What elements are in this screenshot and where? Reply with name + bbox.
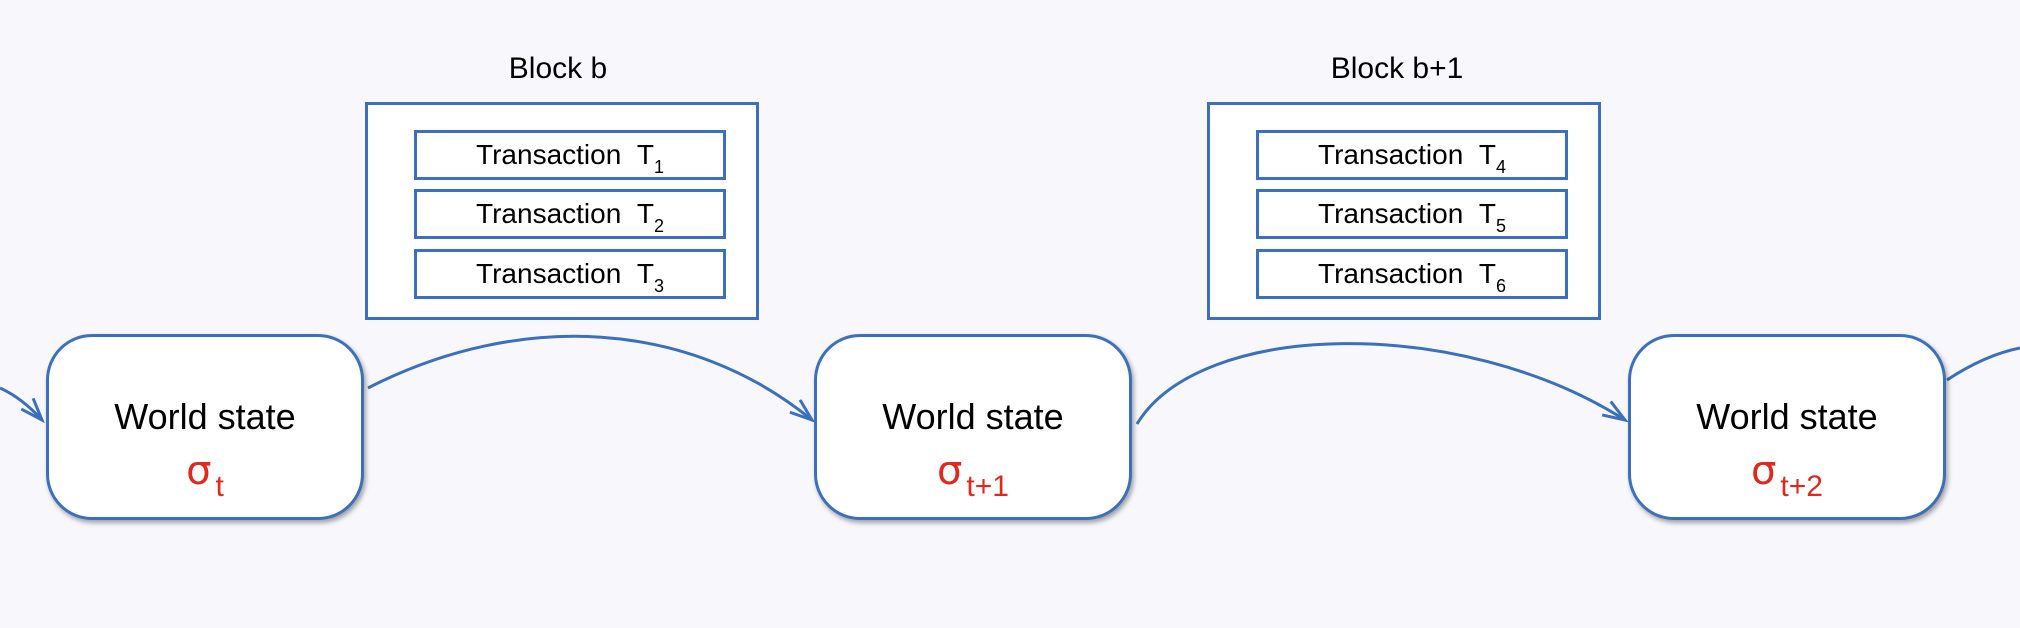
transaction-symbol: T: [636, 198, 654, 229]
transaction-box: Transaction T4: [1256, 130, 1568, 180]
incoming-arrow: [0, 386, 42, 420]
transition-arrow-b1: [1135, 342, 1625, 425]
sigma-symbol: σ: [1751, 448, 1777, 494]
transaction-box: Transaction T3: [414, 249, 726, 299]
transaction-label: Transaction: [1318, 258, 1464, 289]
transaction-box: Transaction T5: [1256, 189, 1568, 239]
transaction-symbol: T: [1478, 139, 1496, 170]
transaction-symbol: T: [1478, 198, 1496, 229]
block-title: Block b+1: [1330, 52, 1464, 85]
transaction-index: 2: [653, 216, 664, 236]
world-state-label: World state: [882, 396, 1064, 437]
transaction-symbol: T: [636, 139, 654, 170]
outgoing-arrow: [1946, 346, 2020, 382]
block-b-plus-1: Transaction T4 Transaction T5 Transactio…: [1207, 102, 1601, 320]
sigma-symbol: σ: [186, 448, 212, 494]
transaction-label: Transaction: [476, 198, 622, 229]
transaction-symbol: T: [1478, 258, 1496, 289]
transaction-label: Transaction: [1318, 198, 1464, 229]
transaction-box: Transaction T6: [1256, 249, 1568, 299]
block-title: Block b: [508, 52, 608, 85]
world-state-label: World state: [1696, 396, 1878, 437]
transaction-symbol: T: [636, 258, 654, 289]
transaction-index: 5: [1495, 216, 1506, 236]
transaction-label: Transaction: [1318, 139, 1464, 170]
state-subscript: t+2: [1780, 470, 1823, 503]
state-subscript: t+1: [966, 470, 1009, 503]
block-b: Transaction T1 Transaction T2 Transactio…: [365, 102, 759, 320]
world-state-label: World state: [114, 396, 296, 437]
sigma-symbol: σ: [937, 448, 963, 494]
transaction-index: 4: [1495, 157, 1506, 177]
transaction-box: Transaction T1: [414, 130, 726, 180]
transaction-box: Transaction T2: [414, 189, 726, 239]
transaction-label: Transaction: [476, 258, 622, 289]
transition-arrow-b: [367, 334, 812, 420]
state-subscript: t: [215, 470, 224, 503]
transaction-label: Transaction: [476, 139, 622, 170]
transaction-index: 6: [1495, 276, 1506, 296]
transaction-index: 1: [653, 157, 664, 177]
transaction-index: 3: [653, 276, 664, 296]
